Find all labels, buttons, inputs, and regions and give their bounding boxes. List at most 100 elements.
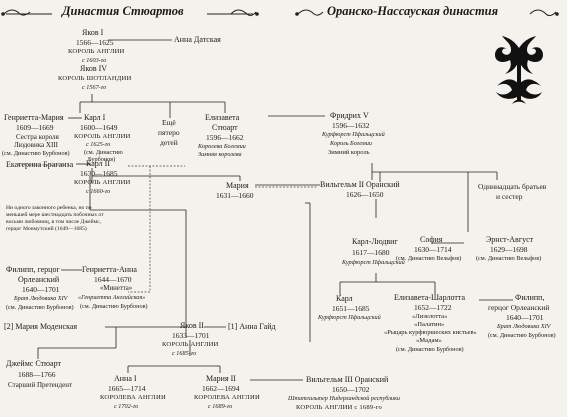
note: Штатгальтер Нидерландской республики bbox=[288, 395, 401, 402]
nickname4: «Мадам» bbox=[416, 337, 442, 344]
line: Одиннадцать братьев bbox=[478, 182, 547, 191]
name: Мария bbox=[226, 181, 249, 190]
ref: (см. Династию Бурбонов) bbox=[396, 346, 464, 353]
years: 1640—1701 bbox=[506, 313, 544, 322]
years: 1600—1649 bbox=[80, 123, 118, 132]
since: с 1685-го bbox=[172, 350, 197, 357]
name: Яков II bbox=[180, 321, 204, 330]
name: Джеймс Стюарт bbox=[6, 359, 61, 368]
name: Эрнст-Август bbox=[486, 235, 534, 244]
title: КОРОЛЬ АНГЛИИ bbox=[74, 179, 131, 186]
line: герцог Монмутский (1649—1685) bbox=[6, 226, 87, 232]
since: с 1603-го bbox=[82, 57, 107, 64]
title: КОРОЛЬ АНГЛИИ с 1689-го bbox=[296, 404, 382, 411]
name2: Яков IV bbox=[80, 64, 108, 73]
years: 1665—1714 bbox=[108, 384, 146, 393]
since: с 1702-го bbox=[114, 403, 139, 410]
years: 1651—1685 bbox=[332, 304, 370, 313]
name: Карл I bbox=[84, 113, 106, 122]
person-anne-of-denmark: Анна Датская bbox=[174, 35, 221, 44]
line: пятеро bbox=[158, 128, 180, 137]
title: КОРОЛЬ АНГЛИИ bbox=[74, 133, 131, 140]
orange-nassau-emblem-icon bbox=[495, 36, 543, 104]
nickname: «Минетта» bbox=[100, 285, 133, 292]
ref: (см. Династию Вельфов) bbox=[476, 255, 542, 262]
note: Королева Богемии bbox=[198, 143, 246, 150]
ref: (см. Династию Бурбонов) bbox=[80, 303, 148, 310]
name: София bbox=[420, 235, 443, 244]
years: 1609—1669 bbox=[16, 123, 54, 132]
note3: Зимний король bbox=[328, 149, 370, 156]
name2: Стюарт bbox=[212, 123, 238, 132]
name: Елизавета-Шарлотта bbox=[394, 293, 466, 302]
years: 1596—1632 bbox=[332, 121, 370, 130]
name: Анна I bbox=[114, 374, 137, 383]
name: Вильгельм II Оранский bbox=[320, 180, 400, 189]
note2: Людовика XIII bbox=[14, 141, 58, 149]
line: и сестер bbox=[496, 192, 523, 201]
ref: (см. Династию bbox=[84, 149, 123, 156]
person-mary-of-modena: [2] Мария Моденская bbox=[4, 322, 78, 331]
note: Сестра короля bbox=[16, 133, 59, 141]
note: Курфюрст Пфальцский bbox=[322, 131, 385, 138]
years: 1617—1680 bbox=[352, 248, 390, 257]
line: Ещё bbox=[162, 118, 176, 127]
name: Генриетта-Мария bbox=[4, 113, 64, 122]
line: меньшей мере шестнадцать побочных от bbox=[6, 212, 104, 218]
ref: (см. Династию Бурбонов) bbox=[2, 150, 70, 157]
since: с 1660-го bbox=[86, 188, 111, 195]
years: 1650—1702 bbox=[332, 385, 370, 394]
name: Филипп, bbox=[515, 293, 545, 302]
note: Курфюрст Пфальцский bbox=[342, 259, 405, 266]
years: 1631—1660 bbox=[216, 191, 254, 200]
person-catherine-braganza: Екатерина Браганза bbox=[6, 160, 74, 169]
name: Фридрих V bbox=[330, 111, 369, 120]
years: 1662—1694 bbox=[202, 384, 240, 393]
since: с 1625-го bbox=[86, 141, 111, 148]
name: Вильгельм III Оранский bbox=[306, 375, 389, 384]
years: 1596—1662 bbox=[206, 133, 244, 142]
since2: с 1567-го bbox=[82, 84, 107, 91]
note: Курфюрст Пфальцский bbox=[318, 314, 381, 321]
orange-header-ornament bbox=[295, 9, 559, 17]
person-anne-hyde: [1] Анна Гайд bbox=[228, 322, 276, 331]
orange-dynasty-title: Оранско-Нассауская династия bbox=[327, 4, 499, 18]
since: с 1689-го bbox=[208, 403, 233, 410]
ref: (см. Династию Бурбонов) bbox=[488, 332, 556, 339]
years: 1626—1650 bbox=[346, 190, 384, 199]
stuart-dynasty-title: Династия Стюартов bbox=[62, 4, 184, 18]
note: Старший Претендент bbox=[8, 381, 73, 389]
ref: (см. Династию Вельфов) bbox=[396, 255, 462, 262]
note: Брат Людовика XIV bbox=[497, 323, 551, 330]
name: Карл bbox=[336, 294, 353, 303]
name: Филипп, герцог bbox=[6, 265, 60, 274]
nickname2: «Генриетта Английская» bbox=[78, 294, 146, 301]
nickname2: «Палатин» bbox=[414, 321, 445, 328]
years: 1630—1685 bbox=[80, 169, 118, 178]
line: восьми любовниц, в том числе Джеймс, bbox=[6, 219, 102, 225]
years: 1640—1701 bbox=[22, 285, 60, 294]
note2: Король Богемии bbox=[330, 140, 372, 147]
years: 1688—1766 bbox=[18, 370, 56, 379]
title: КОРОЛЕВА АНГЛИИ bbox=[100, 394, 166, 401]
nickname3: «Рыцарь курфюршеских кистьев» bbox=[384, 329, 477, 336]
stuart-header-ornament bbox=[1, 9, 259, 17]
note2: Зимняя королева bbox=[198, 151, 242, 158]
years: 1633—1701 bbox=[172, 331, 210, 340]
years: 1644—1670 bbox=[94, 275, 132, 284]
title: КОРОЛЬ АНГЛИИ bbox=[162, 341, 219, 348]
name: Яков I bbox=[82, 28, 104, 37]
name: Елизавета bbox=[205, 113, 240, 122]
nickname: «Лизелотта» bbox=[412, 313, 448, 320]
years: 1566—1625 bbox=[76, 38, 114, 47]
title2: КОРОЛЬ ШОТЛАНДИИ bbox=[58, 75, 132, 82]
note: Брат Людовика XIV bbox=[14, 295, 68, 302]
years: 1652—1722 bbox=[414, 303, 452, 312]
ref: (см. Династию Бурбонов) bbox=[6, 304, 74, 311]
name: Мария II bbox=[206, 374, 236, 383]
name2: герцог Орлеанский bbox=[488, 303, 550, 312]
years: 1630—1714 bbox=[414, 245, 452, 254]
line: детей bbox=[160, 138, 178, 147]
title: КОРОЛЕВА АНГЛИИ bbox=[194, 394, 260, 401]
